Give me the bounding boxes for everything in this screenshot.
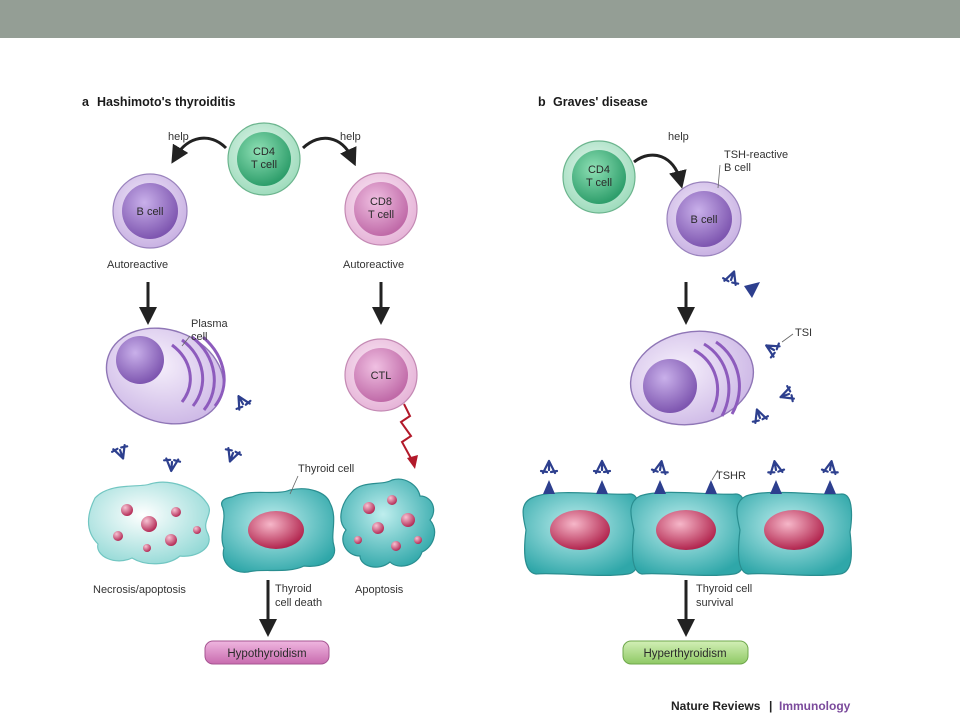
tsi-leader (781, 333, 794, 343)
help-label-right: help (340, 131, 361, 143)
thyroid-leader (289, 475, 299, 495)
tsh-reactive-b-cell: B cell (666, 181, 742, 257)
hyperthyroidism-label: Hyperthyroidism (643, 648, 726, 660)
panel-b: b Graves' disease CD4 T cell help B cell… (522, 95, 853, 665)
apoptosis-label: Apoptosis (355, 584, 404, 596)
panel-a-letter: a (82, 95, 90, 109)
credit-section: Immunology (779, 699, 851, 713)
tsh-reactive-line1: TSH-reactive (724, 149, 788, 161)
cd4-b-label-line2: T cell (586, 177, 612, 189)
tsi-label: TSI (795, 327, 812, 339)
cd4-t-cell-a: CD4 T cell (227, 122, 301, 196)
tshr-leader (711, 469, 719, 481)
thyroid-cell-a (221, 488, 336, 573)
apoptotic-cell (340, 478, 436, 568)
hyperthyroidism-box: Hyperthyroidism (622, 640, 749, 665)
thyroid-cell-label: Thyroid cell (298, 463, 354, 475)
ctl-label: CTL (371, 370, 392, 382)
plasma-leader (181, 335, 191, 347)
help-arrow-right (301, 136, 357, 167)
cell-death-label-line1: Thyroid (275, 583, 312, 595)
b-cell-label-b: B cell (691, 214, 718, 226)
plasma-label-line1: Plasma (191, 318, 229, 330)
tshr-label: TSHR (716, 470, 746, 482)
top-bar (0, 0, 960, 38)
cd4-label-line2: T cell (251, 159, 277, 171)
panel-b-letter: b (538, 95, 546, 109)
survival-label-line1: Thyroid cell (696, 583, 752, 595)
necrotic-cell (88, 481, 211, 565)
help-arrow-b (633, 153, 687, 189)
cd8-label-line1: CD8 (370, 196, 392, 208)
panel-a-title: Hashimoto's thyroiditis (97, 95, 235, 109)
plasma-cell (105, 327, 226, 425)
help-label-b: help (668, 131, 689, 143)
plasma-label-line2: cell (191, 331, 208, 343)
journal-credit: Nature Reviews | Immunology (671, 699, 851, 713)
hypothyroidism-label: Hypothyroidism (227, 648, 306, 660)
survival-label-line2: survival (696, 597, 733, 609)
cd4-b-label-line1: CD4 (588, 164, 610, 176)
b-cell-label-a: B cell (137, 206, 164, 218)
help-label-left: help (168, 131, 189, 143)
lightning-tip (407, 455, 418, 469)
credit-journal: Nature Reviews (671, 699, 761, 713)
thyroid-cells-b (522, 491, 853, 576)
membrane-antibody (721, 267, 760, 298)
cd8-t-cell: CD8 T cell (344, 172, 418, 246)
plasma-cell-b (629, 330, 755, 426)
b-cell-a: B cell (112, 173, 188, 249)
tsh-reactive-line2: B cell (724, 162, 751, 174)
cell-death-label-line2: cell death (275, 597, 322, 609)
lightning-bolt (399, 403, 414, 463)
cd8-label-line2: T cell (368, 209, 394, 221)
help-arrow-left (171, 136, 228, 164)
cd4-label-line1: CD4 (253, 146, 275, 158)
panel-a: a Hashimoto's thyroiditis CD4 T cell hel… (82, 95, 436, 665)
hypothyroidism-box: Hypothyroidism (204, 640, 330, 665)
tsi-antibodies (748, 337, 796, 425)
panel-b-title: Graves' disease (553, 95, 648, 109)
cd4-t-cell-b: CD4 T cell (562, 140, 636, 214)
autoreactive-left: Autoreactive (107, 259, 168, 271)
ctl-cell: CTL (344, 338, 418, 412)
tshr-receptors (543, 480, 836, 494)
credit-separator: | (769, 699, 772, 713)
bound-antibodies (539, 458, 841, 476)
tsh-leader (717, 164, 721, 189)
necrosis-label: Necrosis/apoptosis (93, 584, 186, 596)
autoreactive-right: Autoreactive (343, 259, 404, 271)
